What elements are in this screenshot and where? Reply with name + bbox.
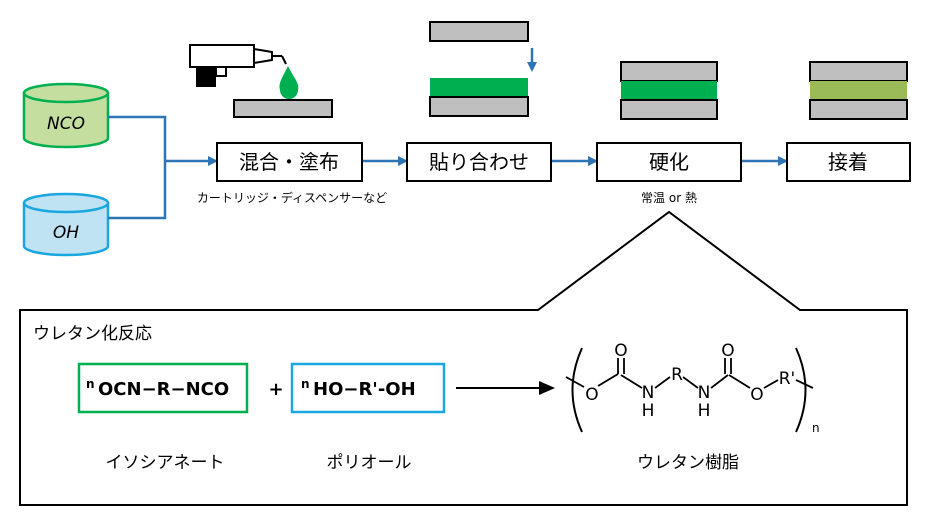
step-bond-label: 接着 — [828, 150, 868, 174]
reaction-title: ウレタン化反応 — [33, 324, 152, 344]
atom-o2: O — [614, 341, 627, 361]
isocyanate-name: イソシアネート — [106, 453, 225, 473]
repeat-subscript: n — [812, 421, 820, 435]
nco-tank: NCO — [22, 82, 110, 149]
bonded-illustration — [809, 61, 908, 120]
dispenser-icon — [189, 44, 333, 118]
adhesive-drop-icon — [279, 66, 299, 99]
isocyanate-prefix: n — [86, 377, 95, 391]
substrate-plate — [233, 99, 333, 118]
atom-n2: N — [698, 383, 711, 403]
atom-o1: O — [585, 385, 598, 405]
atom-o3: O — [721, 341, 734, 361]
bonding-illustration — [429, 21, 537, 117]
step-laminate: 貼り合わせ — [406, 142, 552, 182]
plus-sign: + — [268, 379, 283, 400]
polyol-formula-text: HO−R'-OH — [313, 379, 416, 400]
connector-lines — [108, 115, 788, 220]
atom-o4: O — [750, 385, 763, 405]
step-cure-note: 常温 or 熱 — [641, 191, 697, 205]
polyol-prefix: n — [301, 377, 310, 391]
polyol-name: ポリオール — [327, 453, 412, 473]
step-cure: 硬化 常温 or 熱 — [596, 142, 742, 205]
step-laminate-label: 貼り合わせ — [429, 150, 529, 174]
atom-r: R — [671, 365, 683, 385]
atom-h1: H — [642, 401, 655, 421]
atom-n1: N — [642, 383, 655, 403]
oh-tank-label: OH — [53, 223, 79, 243]
urethane-name: ウレタン樹脂 — [637, 453, 739, 473]
step-bond: 接着 — [786, 142, 911, 182]
urethane-structure: O O N H R N H O O R' n ウレタン樹脂 — [565, 341, 820, 473]
isocyanate-formula-text: OCN−R−NCO — [98, 379, 229, 400]
step-cure-label: 硬化 — [649, 150, 689, 174]
step-mix-apply: 混合・塗布 カートリッジ・ディスペンサーなど — [197, 142, 387, 205]
step-mix-apply-note: カートリッジ・ディスペンサーなど — [197, 190, 387, 205]
isocyanate-formula: n OCN−R−NCO イソシアネート — [77, 362, 249, 473]
step-mix-apply-label: 混合・塗布 — [239, 150, 339, 174]
polyol-formula: n HO−R'-OH ポリオール — [290, 362, 446, 473]
atom-h2: H — [698, 401, 711, 421]
nco-tank-label: NCO — [47, 114, 85, 134]
oh-tank: OH — [22, 192, 110, 257]
reaction-callout — [19, 210, 908, 506]
atom-r2: R' — [779, 369, 796, 389]
curing-illustration — [620, 61, 718, 120]
